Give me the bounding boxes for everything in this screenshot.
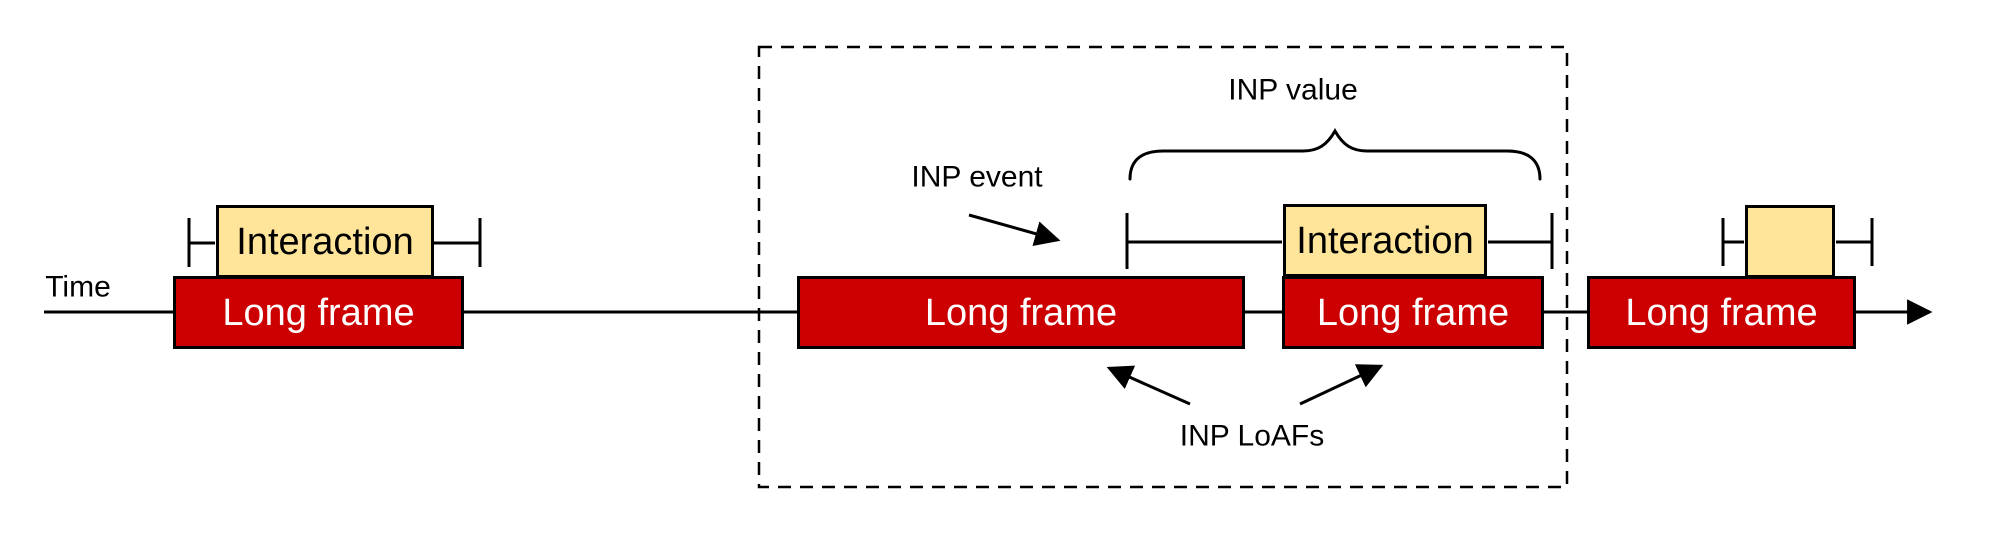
long-frame-box-3: Long frame (1282, 276, 1544, 349)
inp-event-arrow (968, 213, 1061, 247)
interaction-3-duration-marker (1721, 218, 1874, 266)
long-frame-box-4: Long frame (1587, 276, 1856, 349)
long-frame-box-2: Long frame (797, 276, 1245, 349)
inp-value-label: INP value (1228, 73, 1358, 107)
interaction-label: Interaction (236, 220, 414, 263)
long-frame-label: Long frame (1316, 291, 1510, 334)
long-frame-label: Long frame (222, 291, 415, 334)
inp-duration-marker (1125, 213, 1554, 269)
inp-value-brace (1128, 127, 1542, 181)
inp-event-label: INP event (911, 160, 1043, 194)
long-frame-label: Long frame (924, 291, 1118, 334)
long-frame-box-1: Long frame (173, 276, 464, 349)
inp-loafs-arrow-right (1299, 364, 1384, 406)
interaction-box-2: Interaction (1283, 204, 1487, 277)
interaction-1-duration-marker (187, 218, 482, 267)
inp-loafs-arrow-left (1106, 365, 1191, 406)
time-axis-label: Time (45, 270, 111, 304)
interaction-label: Interaction (1296, 219, 1474, 262)
long-frame-label: Long frame (1625, 291, 1818, 334)
interaction-box-1: Interaction (216, 205, 434, 278)
interaction-box-3 (1745, 205, 1835, 278)
dashed-region-border (757, 45, 1569, 489)
inp-loafs-label: INP LoAFs (1179, 419, 1325, 453)
